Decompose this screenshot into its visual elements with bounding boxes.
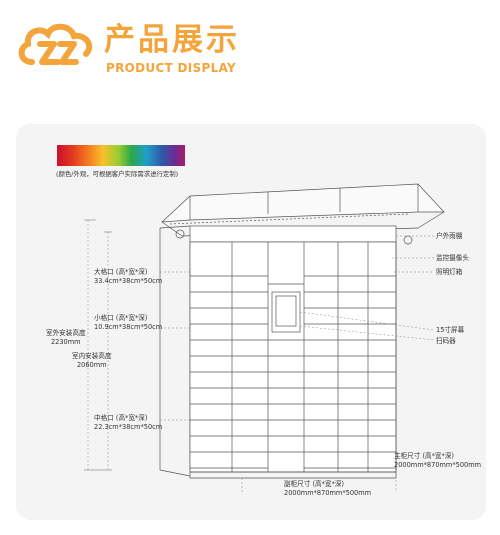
page-subtitle: PRODUCT DISPLAY bbox=[106, 61, 236, 75]
camera-label: 监控摄像头 bbox=[436, 254, 469, 262]
indoor-height-title: 室内安装高度 bbox=[72, 352, 112, 360]
cloud-logo-icon bbox=[18, 23, 93, 65]
indoor-height-label: 室内安装高度 2060mm bbox=[72, 352, 112, 369]
large-cell-label: 大格口 (高*宽*深) 33.4cm*38cm*50cm bbox=[94, 268, 162, 285]
scanner-label: 扫码器 bbox=[436, 337, 456, 345]
medium-cell-label: 中格口 (高*宽*深) 22.3cm*38cm*50cm bbox=[94, 414, 162, 431]
outdoor-height-label: 室外安装高度 2230mm bbox=[46, 329, 86, 346]
medium-cell-value: 22.3cm*38cm*50cm bbox=[94, 422, 163, 431]
outdoor-height-title: 室外安装高度 bbox=[46, 329, 86, 337]
large-cell-title: 大格口 (高*宽*深) bbox=[94, 268, 148, 276]
main-cabinet-value: 2000mm*870mm*500mm bbox=[394, 460, 482, 469]
sub-cabinet-label: 副柜尺寸 (高*宽*深) 2000mm*870mm*500mm bbox=[284, 480, 371, 497]
screen-label: 15寸屏幕 bbox=[436, 326, 465, 334]
sub-cabinet-title: 副柜尺寸 (高*宽*深) bbox=[284, 480, 344, 488]
outdoor-height-value: 2230mm bbox=[50, 337, 81, 346]
indoor-height-value: 2060mm bbox=[76, 360, 107, 369]
large-cell-value: 33.4cm*38cm*50cm bbox=[94, 276, 163, 285]
small-cell-label: 小格口 (高*宽*深) 10.9cm*38cm*50cm bbox=[94, 314, 162, 331]
sub-cabinet-value: 2000mm*870mm*500mm bbox=[284, 488, 372, 497]
small-cell-value: 10.9cm*38cm*50cm bbox=[94, 322, 163, 331]
light-box-label: 照明灯箱 bbox=[436, 268, 463, 276]
main-cabinet-title: 主柜尺寸 (高*宽*深) bbox=[394, 452, 454, 460]
medium-cell-title: 中格口 (高*宽*深) bbox=[94, 414, 148, 422]
color-note: (颜色/外观，可根据客户实际需求进行定制) bbox=[56, 170, 179, 178]
small-cell-title: 小格口 (高*宽*深) bbox=[94, 314, 148, 322]
rain-cover-label: 户外雨棚 bbox=[436, 232, 463, 240]
main-cabinet-label: 主柜尺寸 (高*宽*深) 2000mm*870mm*500mm bbox=[394, 452, 481, 469]
page-title: 产品展示 bbox=[104, 22, 240, 58]
color-spectrum-swatch bbox=[57, 145, 185, 166]
